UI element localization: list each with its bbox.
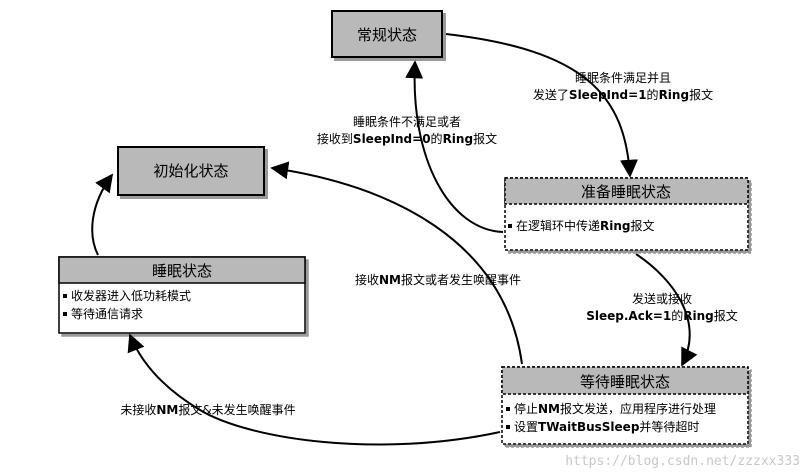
- svg-text:Sleep.Ack=1的Ring报文: Sleep.Ack=1的Ring报文: [586, 308, 738, 323]
- state-sleep-title: 睡眠状态: [152, 262, 212, 280]
- arrow-wait-to-init: [270, 161, 523, 365]
- arrow-ready-to-wait: [635, 253, 698, 367]
- arrow-sleep-to-init: [91, 173, 114, 256]
- state-wait-sleep: 等待睡眠状态 停止NM报文发送，应用程序进行处理 设置TWaitBusSleep…: [501, 366, 749, 445]
- svg-text:发送了SleepInd=1的Ring报文: 发送了SleepInd=1的Ring报文: [533, 87, 713, 102]
- label-normal-to-ready: 睡眠条件满足并且 发送了SleepInd=1的Ring报文: [533, 71, 713, 102]
- state-init-title: 初始化状态: [153, 162, 228, 180]
- label-wait-to-init: 接收NM报文或者发生唤醒事件: [355, 272, 521, 287]
- sleep-item: 收发器进入低功耗模式: [71, 288, 191, 303]
- svg-text:睡眠条件满足并且: 睡眠条件满足并且: [575, 71, 671, 85]
- bullet-icon: [506, 425, 510, 429]
- state-ready-sleep-title: 准备睡眠状态: [581, 183, 671, 201]
- arrow-wait-to-sleep: [127, 333, 501, 446]
- bullet-icon: [508, 224, 512, 228]
- state-sleep: 睡眠状态 收发器进入低功耗模式 等待通信请求: [58, 256, 306, 334]
- arrow-ready-to-normal: [405, 60, 504, 233]
- ready-sleep-item: 在逻辑环中传递Ring报文: [516, 218, 655, 233]
- svg-text:发送或接收: 发送或接收: [632, 291, 692, 306]
- bullet-icon: [63, 294, 67, 298]
- wait-sleep-item: 设置TWaitBusSleep并等待超时: [514, 419, 699, 434]
- watermark: https://blog.csdn.net/zzzxx333: [565, 454, 800, 469]
- sleep-item: 等待通信请求: [71, 307, 143, 321]
- arrow-normal-to-ready: [445, 33, 638, 178]
- label-ready-to-wait: 发送或接收 Sleep.Ack=1的Ring报文: [586, 291, 738, 323]
- svg-text:接收到SleepInd=0的Ring报文: 接收到SleepInd=0的Ring报文: [317, 131, 497, 146]
- label-ready-to-normal: 睡眠条件不满足或者 接收到SleepInd=0的Ring报文: [317, 115, 497, 146]
- state-init: 初始化状态: [117, 146, 265, 196]
- state-ready-sleep: 准备睡眠状态 在逻辑环中传递Ring报文: [504, 177, 749, 251]
- wait-sleep-item: 停止NM报文发送，应用程序进行处理: [514, 401, 716, 416]
- state-normal: 常规状态: [331, 10, 443, 58]
- bullet-icon: [506, 407, 510, 411]
- label-wait-to-sleep: 未接收NM报文&未发生唤醒事件: [120, 402, 295, 417]
- state-normal-title: 常规状态: [357, 26, 417, 44]
- bullet-icon: [63, 312, 67, 316]
- svg-text:睡眠条件不满足或者: 睡眠条件不满足或者: [353, 115, 461, 129]
- state-wait-sleep-title: 等待睡眠状态: [580, 373, 670, 391]
